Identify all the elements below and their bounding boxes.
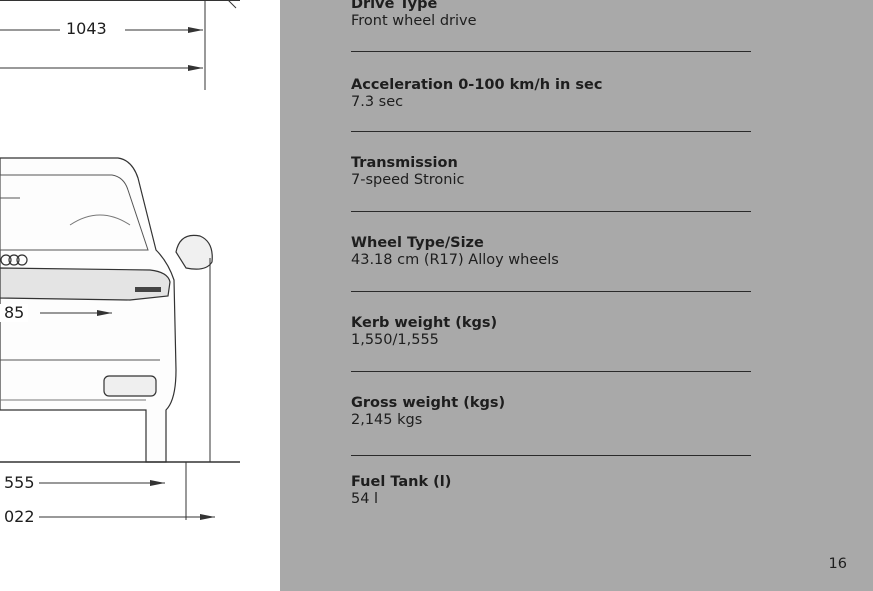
spec-value: 7-speed Stronic	[351, 172, 465, 188]
dimension-drawing-panel: 1043 85 555 022	[0, 0, 280, 591]
spec-label: Drive Type	[351, 0, 438, 12]
divider	[351, 371, 751, 372]
spec-value: 2,145 kgs	[351, 412, 423, 428]
divider	[351, 211, 751, 212]
spec-gross-weight: Gross weight (kgs) 2,145 kgs	[351, 395, 751, 429]
spec-wheel-type: Wheel Type/Size 43.18 cm (R17) Alloy whe…	[351, 235, 751, 269]
spec-drive-type: Drive Type Front wheel drive	[351, 0, 751, 30]
spec-kerb-weight: Kerb weight (kgs) 1,550/1,555	[351, 315, 751, 349]
car-rear-view-drawing	[0, 0, 240, 520]
spec-value: Front wheel drive	[351, 13, 477, 29]
divider	[351, 131, 751, 132]
divider	[351, 291, 751, 292]
side-dimension-label: 1043	[62, 20, 111, 38]
spec-label: Fuel Tank (l)	[351, 474, 452, 490]
divider	[351, 51, 751, 52]
spec-label: Wheel Type/Size	[351, 235, 484, 251]
spec-acceleration: Acceleration 0-100 km/h in sec 7.3 sec	[351, 77, 751, 111]
specifications-panel: Drive Type Front wheel drive Acceleratio…	[280, 0, 873, 591]
divider	[351, 455, 751, 456]
spec-value: 54 l	[351, 491, 379, 507]
spec-transmission: Transmission 7-speed Stronic	[351, 155, 751, 189]
spec-label: Kerb weight (kgs)	[351, 315, 498, 331]
page-number: 16	[828, 556, 847, 572]
spec-label: Gross weight (kgs)	[351, 395, 506, 411]
spec-fuel-tank: Fuel Tank (l) 54 l	[351, 474, 751, 508]
bottom-dimension-label-1: 555	[0, 474, 39, 492]
spec-value: 1,550/1,555	[351, 332, 439, 348]
bottom-dimension-label-2: 022	[0, 508, 39, 526]
spec-value: 43.18 cm (R17) Alloy wheels	[351, 252, 559, 268]
track-dimension-label: 85	[0, 304, 29, 322]
spec-value: 7.3 sec	[351, 94, 404, 110]
spec-label: Transmission	[351, 155, 458, 171]
spec-label: Acceleration 0-100 km/h in sec	[351, 77, 603, 93]
